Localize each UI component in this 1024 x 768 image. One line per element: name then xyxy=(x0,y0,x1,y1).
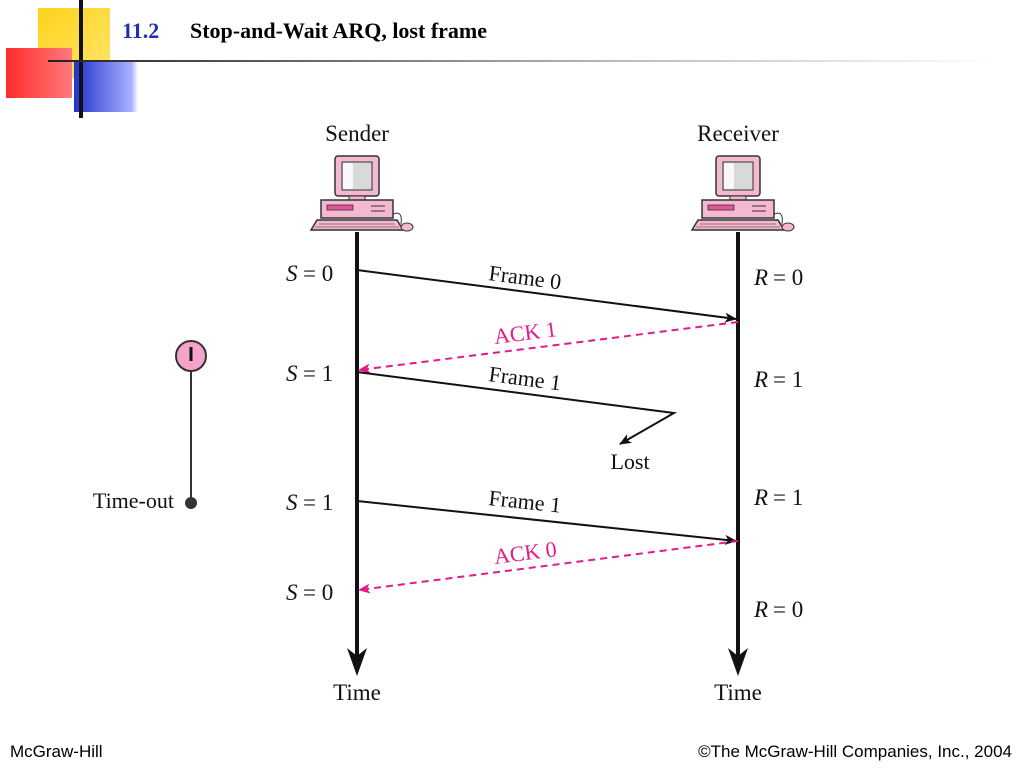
sender-state-4: S = 0 xyxy=(286,580,333,605)
frame-0-arrow xyxy=(356,269,737,323)
sender-state-value: 0 xyxy=(322,580,334,605)
slide-title: Stop-and-Wait ARQ, lost frame xyxy=(190,18,487,43)
receiver-state-4: R = 0 xyxy=(753,597,803,622)
svg-text:= 0: = 0 xyxy=(773,597,803,622)
frame-1-resend-arrow xyxy=(356,500,737,545)
sender-state-2: S = 1 xyxy=(286,361,333,386)
ack-1-arrow xyxy=(358,321,739,374)
receiver-state-2: R = 1 xyxy=(753,367,803,392)
slide-number: 11.2 xyxy=(122,18,160,43)
corner-decoration-red xyxy=(6,48,72,98)
timeout-dot xyxy=(185,497,197,509)
receiver-state-value: 0 xyxy=(792,597,804,622)
sender-state-1: S = 0 xyxy=(286,261,333,286)
svg-text:R: R xyxy=(753,367,768,392)
svg-text:R: R xyxy=(753,597,768,622)
receiver-state-value: 0 xyxy=(792,265,804,290)
corner-vertical-rule xyxy=(79,0,83,118)
ack-0-label: ACK 0 xyxy=(492,536,558,569)
lost-label: Lost xyxy=(610,449,649,474)
sender-state-value: 1 xyxy=(322,361,334,386)
timeout-label: Time-out xyxy=(93,488,174,513)
ack-1-label: ACK 1 xyxy=(492,316,558,349)
receiver-state-value: 1 xyxy=(792,367,804,392)
sender-state-value: 0 xyxy=(322,261,334,286)
lost-frame-arrow xyxy=(356,371,678,445)
header-rule xyxy=(48,60,998,62)
svg-text:= 1: = 1 xyxy=(773,485,803,510)
svg-text:S: S xyxy=(286,261,298,286)
svg-text:S: S xyxy=(286,490,298,515)
receiver-state-1: R = 0 xyxy=(753,265,803,290)
sender-state-value: 1 xyxy=(322,490,334,515)
footer-publisher: McGraw-Hill xyxy=(10,742,103,761)
sender-time-arrowhead xyxy=(347,648,367,676)
receiver-state-value: 1 xyxy=(792,485,804,510)
receiver-time-label: Time xyxy=(714,680,762,705)
svg-text:S: S xyxy=(286,361,298,386)
footer-copyright: ©The McGraw-Hill Companies, Inc., 2004 xyxy=(698,742,1012,761)
svg-text:= 0: = 0 xyxy=(303,261,333,286)
receiver-computer-icon xyxy=(691,155,795,232)
frame-1-resend-label: Frame 1 xyxy=(487,485,562,517)
receiver-state-3: R = 1 xyxy=(753,485,803,510)
svg-text:= 0: = 0 xyxy=(303,580,333,605)
svg-text:= 0: = 0 xyxy=(773,265,803,290)
corner-decoration-blue xyxy=(74,60,138,112)
sender-time-label: Time xyxy=(333,680,381,705)
svg-text:S: S xyxy=(286,580,298,605)
sender-state-3: S = 1 xyxy=(286,490,333,515)
ack-0-arrow xyxy=(358,540,739,594)
svg-text:= 1: = 1 xyxy=(303,490,333,515)
svg-text:R: R xyxy=(753,265,768,290)
svg-text:= 1: = 1 xyxy=(773,367,803,392)
receiver-label: Receiver xyxy=(697,121,779,146)
receiver-time-arrowhead xyxy=(728,648,748,676)
sender-label: Sender xyxy=(325,121,389,146)
svg-text:R: R xyxy=(753,485,768,510)
svg-text:= 1: = 1 xyxy=(303,361,333,386)
sender-computer-icon xyxy=(310,155,414,232)
